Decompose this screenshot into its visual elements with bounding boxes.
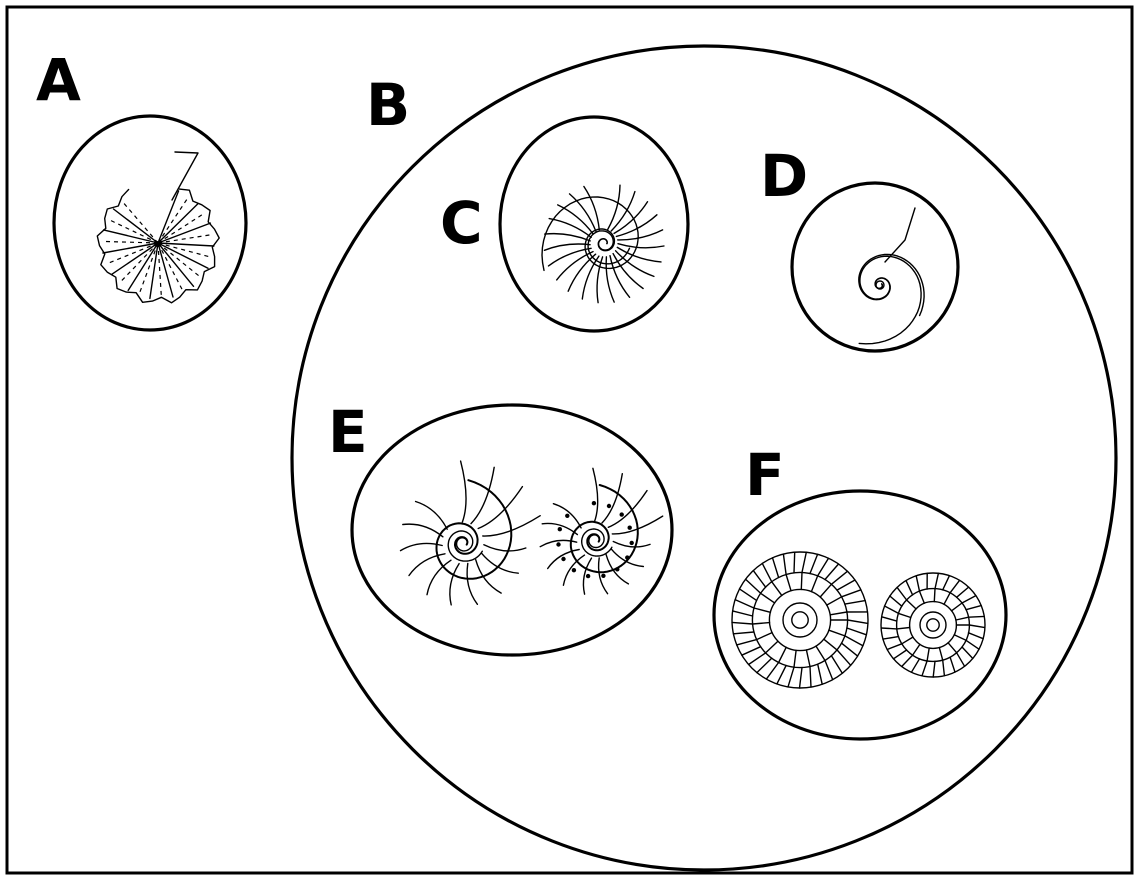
label-e: E: [328, 398, 368, 466]
label-b: B: [366, 71, 410, 139]
label-c: C: [440, 189, 483, 257]
label-a: A: [36, 46, 81, 114]
label-d: D: [760, 142, 808, 210]
label-f: F: [745, 441, 785, 509]
